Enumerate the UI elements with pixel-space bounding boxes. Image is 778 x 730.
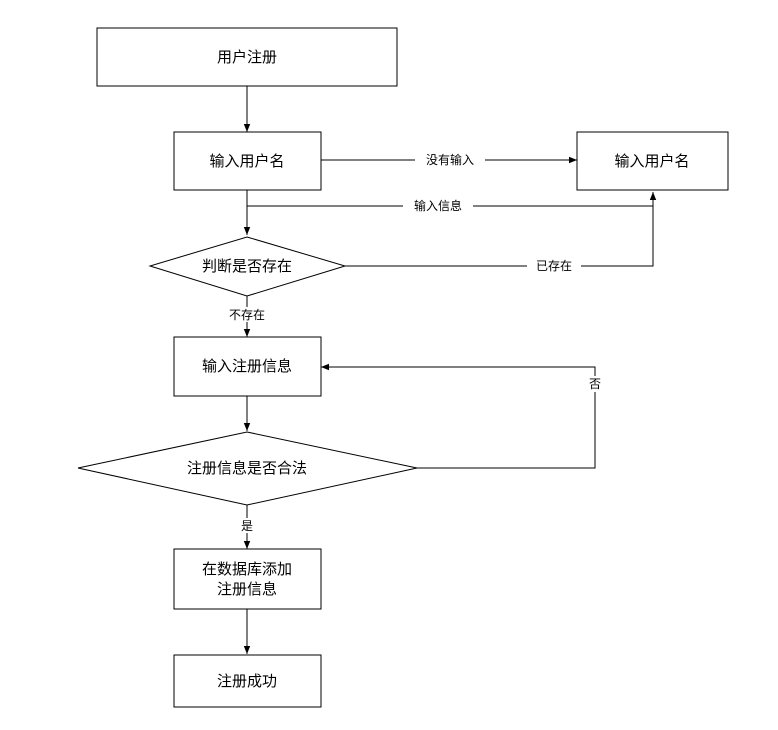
node-success-label: 注册成功 <box>217 672 277 690</box>
node-check-valid-label: 注册信息是否合法 <box>187 459 307 477</box>
edge-label-yes: 是 <box>241 519 253 533</box>
node-register: 用户注册 <box>96 27 398 87</box>
node-input-username: 输入用户名 <box>173 131 322 191</box>
edge-label-no-input: 没有输入 <box>426 152 474 167</box>
node-input-info: 输入注册信息 <box>173 336 322 397</box>
node-db-add-label-line2: 注册信息 <box>217 580 277 598</box>
node-input-username-label: 输入用户名 <box>209 152 284 170</box>
edge-label-exists: 已存在 <box>536 259 572 273</box>
node-check-exists-label: 判断是否存在 <box>202 257 292 275</box>
node-check-valid: 注册信息是否合法 <box>77 431 418 506</box>
edge-label-not-exists: 不存在 <box>229 308 265 322</box>
edge-label-no: 否 <box>589 377 601 391</box>
edge-exists <box>345 206 654 267</box>
edge-label-input-info: 输入信息 <box>414 198 462 213</box>
node-check-exists: 判断是否存在 <box>148 236 347 297</box>
node-input-username-right-label: 输入用户名 <box>614 152 689 170</box>
node-input-username-right: 输入用户名 <box>576 131 729 191</box>
node-register-label: 用户注册 <box>217 48 277 66</box>
edge-no <box>321 363 596 469</box>
node-input-info-label: 输入注册信息 <box>202 357 292 375</box>
node-db-add-label-line1: 在数据库添加 <box>202 560 292 578</box>
node-success: 注册成功 <box>173 654 322 708</box>
node-db-add: 在数据库添加 注册信息 <box>173 548 322 610</box>
